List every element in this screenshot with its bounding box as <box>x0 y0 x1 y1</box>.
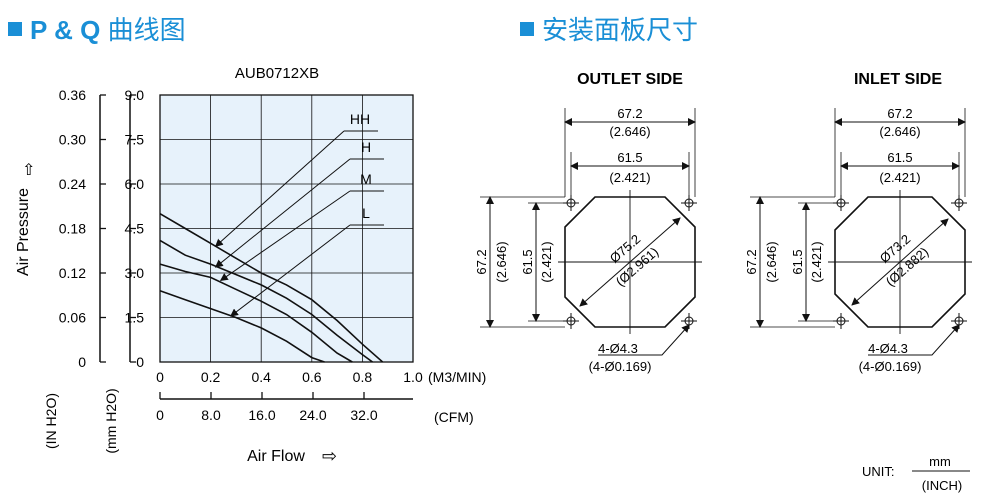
inlet-spacing-inch: (2.421) <box>879 170 920 185</box>
up-arrow-icon: ⇧ <box>22 162 35 179</box>
unit-label: UNIT: <box>862 464 895 479</box>
curve-l <box>159 290 325 363</box>
y-left-unit: (IN H2O) <box>43 393 59 449</box>
y-axis-title: Air Pressure <box>15 188 32 276</box>
outlet-holes-callout: 4-Ø4.3 <box>598 341 638 356</box>
curve-h <box>159 239 373 363</box>
cfm-tick-label: 8.0 <box>201 407 221 423</box>
inlet-height-dim: 67.2 <box>744 249 759 274</box>
y-mm-tick-label: 1.5 <box>125 310 145 326</box>
series-leader-arrow <box>219 190 351 281</box>
curve-m <box>159 263 353 363</box>
heading-pq-text: P & Q <box>30 15 101 45</box>
inlet-frame <box>834 196 966 328</box>
y-mm-tick-label: 9.0 <box>125 87 145 103</box>
cfm-tick-label: 0 <box>156 407 164 423</box>
outlet-overall-inch: (2.646) <box>609 124 650 139</box>
cfm-tick-label: 32.0 <box>350 407 377 423</box>
cfm-tick-label: 16.0 <box>248 407 275 423</box>
x-tick-label: 0 <box>156 369 164 385</box>
heading-square-icon <box>8 22 22 36</box>
axis-tick-labels: 001.50.063.00.124.50.186.00.247.50.309.0… <box>59 87 423 423</box>
outlet-overall-dim: 67.2 <box>617 106 642 121</box>
inlet-overall-inch: (2.646) <box>879 124 920 139</box>
inlet-height-inch: (2.646) <box>764 241 779 282</box>
outlet-vspacing-dim: 61.5 <box>520 249 535 274</box>
inlet-holes-inch: (4-Ø0.169) <box>859 359 922 374</box>
series-label-h: H <box>361 139 371 155</box>
axis-ticks <box>100 94 365 399</box>
inlet-vspacing-inch: (2.421) <box>809 241 824 282</box>
outlet-height-inch: (2.646) <box>494 241 509 282</box>
inlet-side-drawing: INLET SIDE 67.2 (2.646) 61.5 (2.421) 67.… <box>744 71 972 374</box>
cfm-tick-label: 24.0 <box>299 407 326 423</box>
inlet-overall-dim: 67.2 <box>887 106 912 121</box>
y-in-tick-label: 0.30 <box>59 132 86 148</box>
x-tick-label: 1.0 <box>403 369 423 385</box>
y-in-tick-label: 0.18 <box>59 221 86 237</box>
outlet-height-dim: 67.2 <box>474 249 489 274</box>
heading-pq-zh: 曲线图 <box>107 15 186 45</box>
outlet-title: OUTLET SIDE <box>577 71 683 88</box>
panel-dimension-heading: 安装面板尺寸 <box>520 10 698 47</box>
chart-title: AUB0712XB <box>235 65 319 82</box>
y-mm-tick-label: 3.0 <box>125 265 145 281</box>
series-label-l: L <box>362 205 370 221</box>
y-mm-tick-label: 4.5 <box>125 221 145 237</box>
y-mm-tick-label: 6.0 <box>125 176 145 192</box>
series-leader-arrow <box>214 158 351 268</box>
inlet-vspacing-dim: 61.5 <box>790 249 805 274</box>
outlet-side-drawing: OUTLET SIDE 67.2 (2.646) 61.5 (2.421) 67… <box>474 71 702 374</box>
y-in-tick-label: 0.36 <box>59 87 86 103</box>
outlet-frame <box>564 196 696 328</box>
x-tick-label: 0.6 <box>302 369 322 385</box>
inlet-spacing-dim: 61.5 <box>887 150 912 165</box>
y-right-unit: (mm H2O) <box>103 388 119 453</box>
x-axis-title: Air Flow <box>247 448 305 465</box>
y-in-tick-label: 0.12 <box>59 265 86 281</box>
series-leader-arrow <box>230 224 351 317</box>
x-tick-label: 0.4 <box>251 369 271 385</box>
y-in-tick-label: 0.24 <box>59 176 86 192</box>
series-label-m: M <box>360 171 372 187</box>
series-label-hh: HH <box>350 111 370 127</box>
curve-hh <box>159 213 384 363</box>
heading-panel-text: 安装面板尺寸 <box>542 15 699 45</box>
x-tick-label: 0.8 <box>353 369 373 385</box>
y-mm-tick-label: 7.5 <box>125 132 145 148</box>
outlet-vspacing-inch: (2.421) <box>539 241 554 282</box>
y-in-tick-label: 0 <box>78 354 86 370</box>
y-mm-tick-label: 0 <box>136 354 144 370</box>
x-tick-label: 0.2 <box>201 369 221 385</box>
outlet-spacing-inch: (2.421) <box>609 170 650 185</box>
inlet-holes-callout: 4-Ø4.3 <box>868 341 908 356</box>
x-top-unit: (M3/MIN) <box>428 369 486 385</box>
pq-curve-heading: P & Q 曲线图 <box>8 10 186 47</box>
outlet-spacing-dim: 61.5 <box>617 150 642 165</box>
inlet-title: INLET SIDE <box>854 71 942 88</box>
series-leader-arrow <box>214 130 345 247</box>
outlet-holes-inch: (4-Ø0.169) <box>589 359 652 374</box>
x-bottom-unit: (CFM) <box>434 409 474 425</box>
unit-bottom: (INCH) <box>922 478 962 493</box>
unit-top: mm <box>929 454 951 469</box>
y-in-tick-label: 0.06 <box>59 310 86 326</box>
right-arrow-icon: ⇨ <box>322 446 337 466</box>
heading-square-icon <box>520 22 534 36</box>
